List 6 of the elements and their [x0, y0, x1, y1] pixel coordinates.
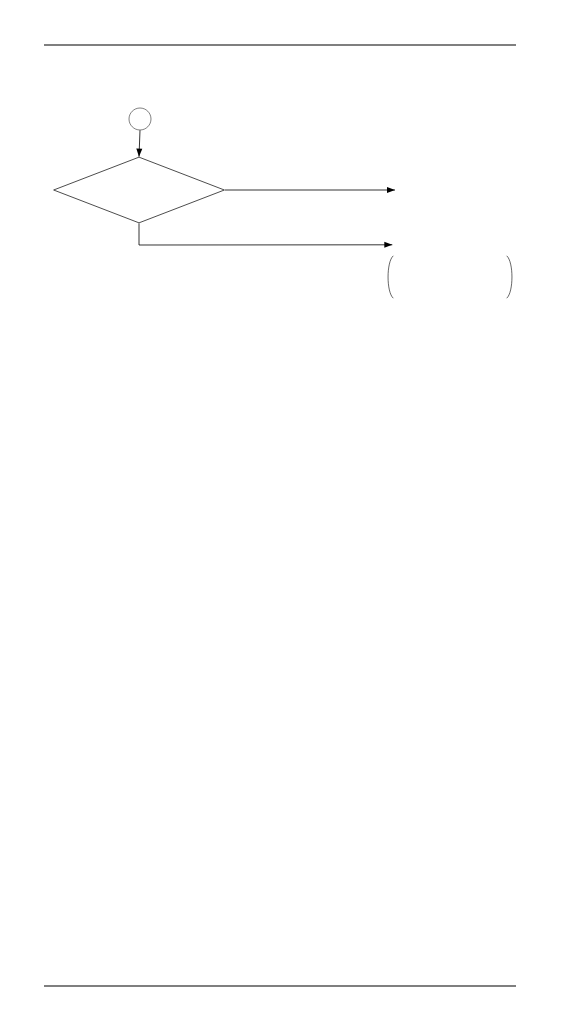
bracket-drawing: [387, 255, 513, 299]
arrow: [136, 129, 143, 158]
decision-diamond: [53, 156, 225, 224]
arrow: [138, 222, 393, 248]
arrow: [224, 187, 396, 193]
start-circle: [128, 107, 152, 131]
